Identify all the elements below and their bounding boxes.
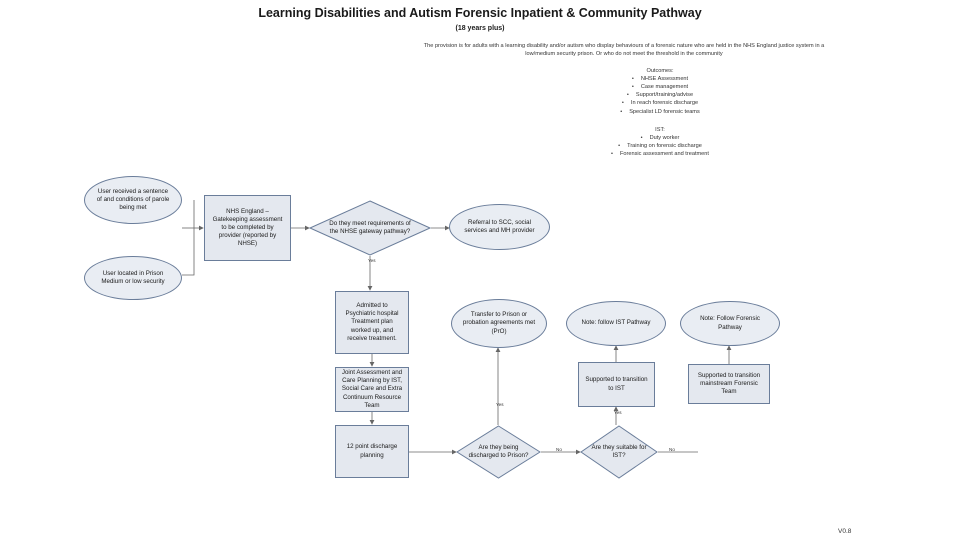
no-label: No [556,447,562,452]
intro-text: The provision is for adults with a learn… [423,43,825,58]
ist-item: Training on forensic discharge [560,142,760,150]
transfer-prison-oval: Transfer to Prison or probation agreemen… [451,299,547,348]
discharge-planning-box: 12 point discharge planning [335,425,409,478]
meet-requirements-text: Do they meet requirements of the NHSE ga… [329,219,411,235]
note-forensic-oval: Note: Follow Forensic Pathway [680,301,780,346]
discharged-prison-decision: Are they being discharged to Prison? [456,425,541,479]
meet-requirements-decision: Do they meet requirements of the NHSE ga… [309,200,431,256]
discharged-prison-text: Are they being discharged to Prison? [468,443,529,459]
ist-list: IST: Duty worker Training on forensic di… [560,126,760,158]
start-prison-oval: User located in Prison Medium or low sec… [84,256,182,300]
supported-forensic-box: Supported to transition mainstream Foren… [688,364,770,404]
page-subtitle: (18 years plus) [455,25,505,32]
no-label: No [669,447,675,452]
start-sentence-oval: User received a sentence of and conditio… [84,176,182,224]
yes-label: Yes [368,258,376,263]
outcome-item: Support/training/advise [560,91,760,99]
referral-oval: Referral to SCC, social services and MH … [449,204,550,250]
yes-label: Yes [614,410,622,415]
ist-heading: IST: [655,127,665,133]
outcomes-list: Outcomes: NHSE Assessment Case managemen… [560,67,760,116]
supported-ist-box: Supported to transition to IST [578,362,655,407]
outcomes-heading: Outcomes: [646,68,674,74]
outcome-item: Case management [560,83,760,91]
suitable-ist-decision: Are they suitable for IST? [580,425,658,479]
suitable-ist-text: Are they suitable for IST? [591,443,647,459]
connector [182,200,195,276]
yes-label: Yes [496,402,504,407]
outcome-item: Specialist LD forensic teams [560,108,760,116]
ist-item: Duty worker [560,134,760,142]
version-label: V0.8 [838,528,852,535]
admission-box: Admitted to Psychiatric hospital Treatme… [335,291,409,354]
gatekeeping-box: NHS England – Gatekeeping assessment to … [204,195,291,261]
outcome-item: In reach forensic discharge [560,99,760,107]
ist-item: Forensic assessment and treatment [560,150,760,158]
outcome-item: NHSE Assessment [560,75,760,83]
joint-assessment-box: Joint Assessment and Care Planning by IS… [335,367,409,412]
page-title: Learning Disabilities and Autism Forensi… [258,6,702,20]
note-ist-oval: Note: follow IST Pathway [566,301,666,346]
